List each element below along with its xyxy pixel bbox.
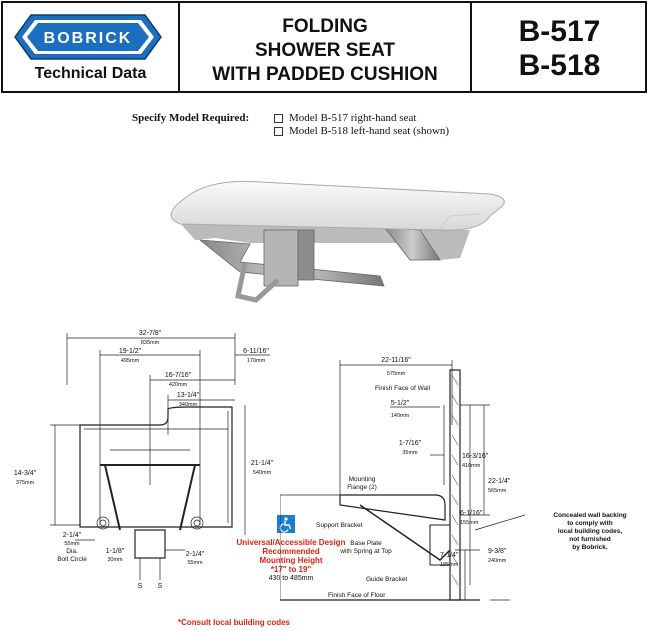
dim-d2-mm: 170mm <box>247 358 266 364</box>
base-label: Base Plate <box>350 540 382 547</box>
dim-e-mm: 155mm <box>460 520 479 526</box>
dim-d4-mm: 340mm <box>179 402 198 408</box>
dim-overall: 32-7/8" <box>139 330 162 337</box>
product-title: FOLDING SHOWER SEAT WITH PADDED CUSHION <box>180 15 470 87</box>
dim-small2: 2-1/4" <box>186 551 205 558</box>
dim-g: 9-3/8" <box>488 548 507 555</box>
conceal-note: by Bobrick. <box>572 544 608 551</box>
dim-bolt-mm: 55mm <box>64 541 80 547</box>
dim-d2: 6-11/16" <box>243 348 269 355</box>
spec-option-label: Model B-518 left-hand seat (shown) <box>289 125 450 137</box>
dim-small1: 1-1/8" <box>106 548 125 555</box>
dim-depth: 21-1/4" <box>251 460 274 467</box>
brand-name: BOBRICK <box>44 30 133 47</box>
s-mark: S <box>158 583 163 590</box>
ada-line: Universal/Accessible Design <box>236 538 346 547</box>
dim-d1-mm: 495mm <box>121 358 140 364</box>
ada-line: Recommended <box>262 547 320 556</box>
checkbox-icon <box>274 113 283 123</box>
wall-label: Finish Face of Wall <box>375 385 431 392</box>
dim-width-mm: 575mm <box>387 371 406 377</box>
dim-e: 6-1/16" <box>460 510 483 517</box>
spec-option-label: Model B-517 right-hand seat <box>289 112 417 124</box>
dim-c-mm: 410mm <box>462 463 481 469</box>
flange-label: Mounting <box>349 476 376 483</box>
spec-option: Model B-517 right-hand seat <box>274 112 449 125</box>
title-cell: FOLDING SHOWER SEAT WITH PADDED CUSHION <box>180 3 472 91</box>
ada-line: *17" to 19" <box>270 565 312 574</box>
dim-small2-mm: 55mm <box>187 560 203 566</box>
conceal-note: Concealed wall backing <box>553 512 626 519</box>
bobrick-logo: BOBRICK <box>14 14 162 60</box>
dim-d4: 13-1/4" <box>177 392 200 399</box>
dim-b: 1-7/16" <box>399 440 422 447</box>
dim-d3-mm: 420mm <box>169 382 188 388</box>
dim-f-mm: 185mm <box>440 562 459 568</box>
base-label: with Spring at Top <box>339 548 392 555</box>
front-view-drawing: 32-7/8" 835mm 19-1/2" 495mm 6-11/16" 170… <box>14 330 274 590</box>
guide-label: Guide Bracket <box>366 576 407 583</box>
ada-note: Universal/Accessible Design Recommended … <box>236 538 346 583</box>
model-cell: B-517 B-518 <box>472 3 647 91</box>
side-view-drawing: 22-11/16" 575mm Finish Face of Wall 5-1/… <box>280 357 627 601</box>
dim-d3: 16-7/16" <box>165 372 192 379</box>
dim-height: 14-3/4" <box>14 470 37 477</box>
ada-mm: 430 to 485mm <box>268 575 314 582</box>
accessibility-icon <box>277 515 295 533</box>
footnote: *Consult local building codes <box>178 618 291 627</box>
dim-overall-mm: 835mm <box>141 340 160 346</box>
checkbox-icon <box>274 126 283 136</box>
bolt-label: Dia. <box>66 548 78 555</box>
conceal-note: local building codes, <box>558 528 622 535</box>
conceal-note: to comply with <box>567 520 613 527</box>
floor-label: Finish Face of Floor <box>328 592 386 599</box>
model-number: B-517 <box>518 15 601 48</box>
model-number: B-518 <box>518 49 601 82</box>
conceal-note: not furnished <box>569 536 611 543</box>
dim-d-mm: 565mm <box>488 488 507 494</box>
dim-b-mm: 35mm <box>402 450 418 456</box>
dim-width: 22-11/16" <box>381 357 411 364</box>
dim-d: 22-1/4" <box>488 478 511 485</box>
product-image <box>170 180 505 303</box>
spec-label: Specify Model Required: <box>132 112 250 124</box>
dim-d1: 19-1/2" <box>119 348 142 355</box>
dim-height-mm: 375mm <box>16 480 35 486</box>
dim-g-mm: 240mm <box>488 558 507 564</box>
brand-cell: BOBRICK Technical Data <box>3 3 180 91</box>
dim-a: 5-1/2" <box>391 400 410 407</box>
subtitle: Technical Data <box>34 65 147 82</box>
title-line: FOLDING <box>282 16 368 37</box>
spec-option: Model B-518 left-hand seat (shown) <box>274 125 449 138</box>
support-label: Support Bracket <box>316 522 363 529</box>
bolt-label: Bolt Circle <box>57 556 87 563</box>
dim-depth-mm: 540mm <box>253 470 272 476</box>
ada-line: Mounting Height <box>259 556 323 565</box>
header-box: BOBRICK Technical Data FOLDING SHOWER SE… <box>1 1 647 93</box>
flange-label: Flange (2) <box>347 484 377 491</box>
s-mark: S <box>138 583 143 590</box>
spec-options: Model B-517 right-hand seat Model B-518 … <box>274 112 449 138</box>
dim-f: 7-1/4" <box>440 552 459 559</box>
title-line: SHOWER SEAT <box>254 40 396 61</box>
dim-c: 16-3/16" <box>462 453 489 460</box>
dim-a-mm: 140mm <box>391 413 410 419</box>
title-line: WITH PADDED CUSHION <box>212 64 438 85</box>
dim-bolt: 2-1/4" <box>63 532 82 539</box>
dim-small1-mm: 30mm <box>107 557 123 563</box>
